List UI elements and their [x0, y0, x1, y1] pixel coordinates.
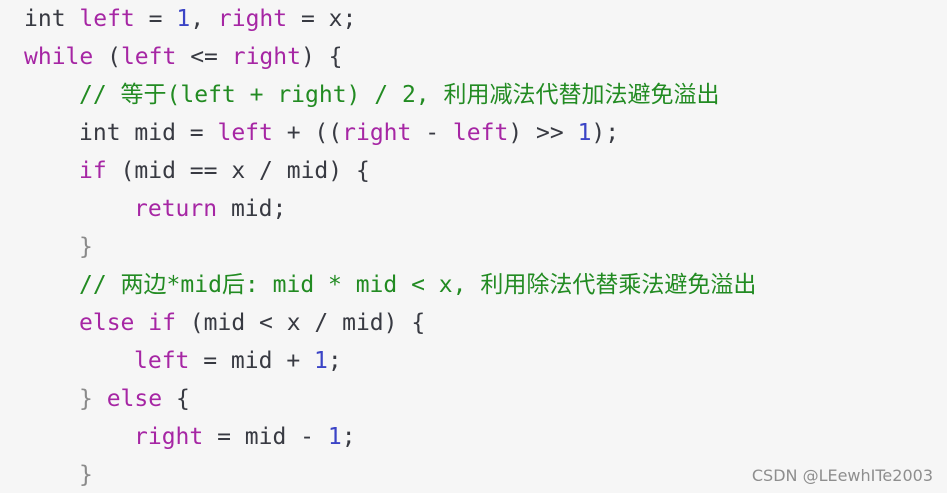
- code-token: else: [106, 386, 163, 412]
- code-token: ;: [327, 348, 342, 374]
- code-line: left = mid + 1;: [24, 342, 947, 380]
- csdn-watermark: CSDN @LEewhITe2003: [751, 466, 933, 485]
- code-line: if (mid == x / mid) {: [24, 152, 947, 190]
- code-token: ) >>: [508, 120, 578, 146]
- code-line: }: [24, 228, 947, 266]
- code-token: 1: [327, 424, 342, 450]
- code-token: );: [591, 120, 620, 146]
- code-token: 1: [577, 120, 592, 146]
- code-token: }: [79, 234, 93, 260]
- code-token: =: [134, 6, 177, 32]
- code-token: left: [79, 6, 135, 32]
- code-line: while (left <= right) {: [24, 38, 947, 76]
- code-token: right: [134, 424, 204, 450]
- code-token: }: [79, 386, 107, 412]
- code-token: right: [342, 120, 412, 146]
- code-token: -: [411, 120, 453, 146]
- code-token: (mid == x / mid) {: [106, 158, 370, 184]
- code-line: int left = 1, right = x;: [24, 0, 947, 38]
- code-line: } else {: [24, 380, 947, 418]
- code-token: ;: [341, 424, 356, 450]
- code-line: // 两边*mid后: mid * mid < x, 利用除法代替乘法避免溢出: [24, 266, 947, 304]
- code-token: ) {: [300, 44, 343, 70]
- code-token: int: [24, 6, 80, 32]
- code-token: }: [79, 462, 93, 488]
- code-token: = mid -: [203, 424, 328, 450]
- code-token: 1: [314, 348, 328, 374]
- code-token: ,: [190, 6, 218, 32]
- code-token: right: [231, 44, 301, 70]
- code-token: 1: [176, 6, 191, 32]
- code-token: (: [93, 44, 121, 70]
- code-line: right = mid - 1;: [24, 418, 947, 456]
- code-line: else if (mid < x / mid) {: [24, 304, 947, 342]
- code-token: right: [217, 6, 288, 32]
- code-token: = x;: [287, 6, 357, 32]
- code-token: left: [120, 44, 177, 70]
- code-token: (mid < x / mid) {: [175, 310, 426, 336]
- code-line: }: [24, 456, 947, 493]
- code-token: return: [134, 196, 218, 222]
- code-token: <=: [176, 44, 232, 70]
- code-line: // 等于(left + right) / 2, 利用减法代替加法避免溢出: [24, 76, 947, 114]
- code-lines: int left = 1, right = x;while (left <= r…: [24, 0, 947, 493]
- code-token: left: [134, 348, 190, 374]
- code-token: else if: [79, 310, 176, 336]
- code-token: + ((: [272, 120, 343, 146]
- code-token: if: [79, 158, 107, 184]
- code-token: while: [24, 44, 94, 70]
- code-line: int mid = left + ((right - left) >> 1);: [24, 114, 947, 152]
- code-token: // 等于(left + right) / 2, 利用减法代替加法避免溢出: [79, 82, 720, 108]
- code-token: mid;: [217, 196, 287, 222]
- code-token: // 两边*mid后: mid * mid < x, 利用除法代替乘法避免溢出: [79, 272, 757, 298]
- code-token: left: [452, 120, 509, 146]
- code-token: {: [162, 386, 190, 412]
- code-token: int mid =: [79, 120, 218, 146]
- code-line: return mid;: [24, 190, 947, 228]
- code-token: = mid +: [189, 348, 315, 374]
- code-token: left: [217, 120, 273, 146]
